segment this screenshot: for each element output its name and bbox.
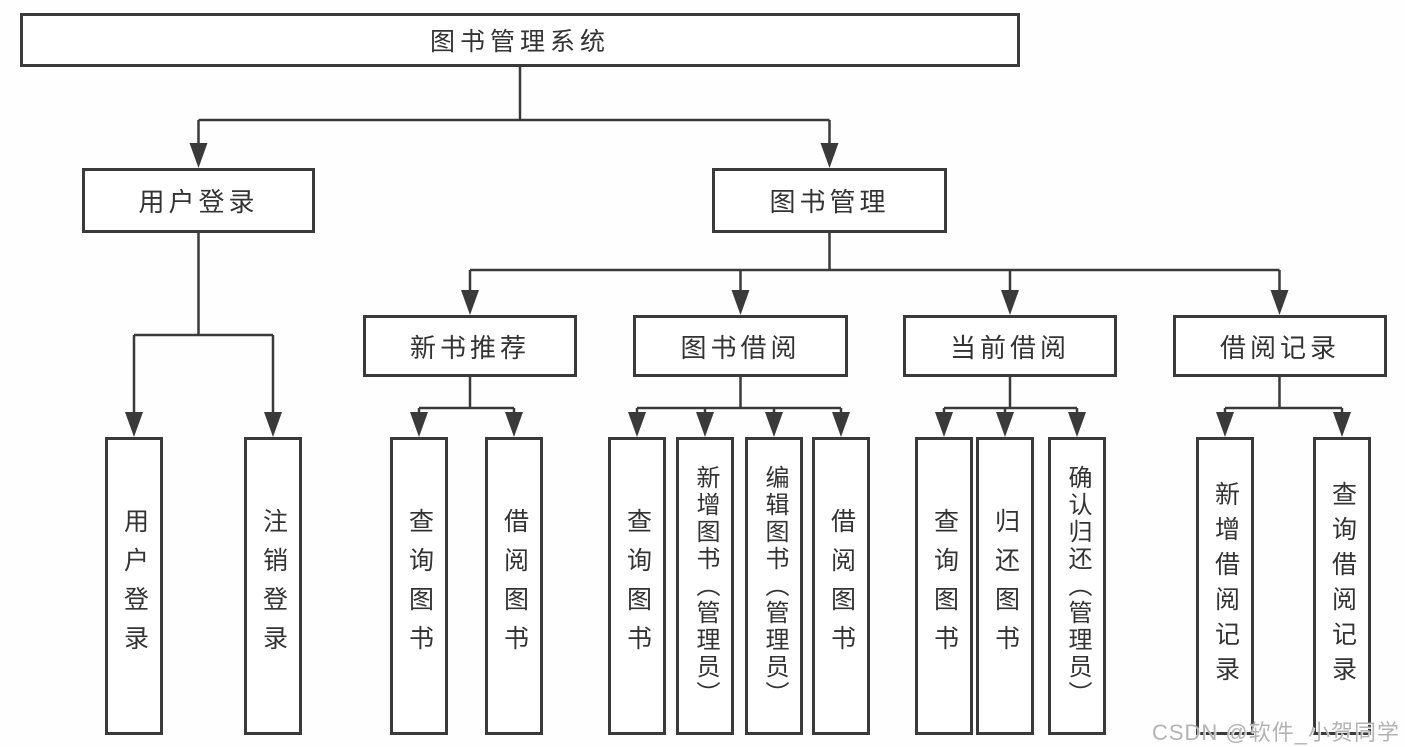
node-borrow-records: 借阅记录: [1173, 315, 1387, 377]
node-label: 图书管理: [769, 187, 890, 217]
node-label: 借阅记录: [1219, 332, 1340, 363]
leaf-borrow-books-recommend: 借阅图书: [485, 437, 543, 735]
node-label: 当前借阅: [949, 332, 1070, 363]
leaf-query-books-current: 查询图书: [915, 437, 973, 735]
leaf-edit-books-admin: 编辑图书（管理员）: [745, 437, 803, 735]
node-label: 新书推荐: [409, 332, 530, 363]
node-label: 图书管理系统: [429, 28, 610, 56]
leaf-logout: 注销登录: [244, 437, 302, 735]
csdn-watermark: CSDN @软件_小贺同学: [1151, 720, 1400, 745]
leaf-query-borrow-record: 查询借阅记录: [1313, 437, 1371, 735]
leaf-label: 查询图书: [930, 508, 959, 664]
node-book-management-branch: 图书管理: [712, 168, 947, 233]
leaf-label: 确认归还（管理员）: [1064, 464, 1091, 708]
leaf-label: 归还图书: [991, 508, 1020, 664]
node-label: 用户登录: [138, 187, 259, 217]
leaf-return-books: 归还图书: [976, 437, 1034, 735]
leaf-add-borrow-record: 新增借阅记录: [1196, 437, 1254, 735]
leaf-confirm-return-admin: 确认归还（管理员）: [1048, 437, 1106, 735]
node-new-book-recommend: 新书推荐: [363, 315, 577, 377]
leaf-label: 编辑图书（管理员）: [761, 464, 788, 708]
node-label: 图书借阅: [680, 332, 801, 363]
leaf-label: 借阅图书: [827, 508, 856, 664]
leaf-user-login: 用户登录: [105, 437, 163, 735]
node-user-login-branch: 用户登录: [82, 168, 315, 233]
leaf-query-books-borrowing: 查询图书: [608, 437, 666, 735]
leaf-borrow-books: 借阅图书: [812, 437, 870, 735]
node-book-borrowing: 图书借阅: [633, 315, 848, 377]
arrowheads: [125, 143, 1351, 437]
leaf-label: 借阅图书: [500, 508, 529, 664]
leaf-label: 用户登录: [120, 508, 149, 664]
leaf-add-books-admin: 新增图书（管理员）: [676, 437, 734, 735]
node-root-library-system: 图书管理系统: [20, 13, 1020, 67]
leaf-label: 注销登录: [259, 508, 288, 664]
leaf-query-books-recommend: 查询图书: [390, 437, 448, 735]
leaf-label: 查询图书: [623, 508, 652, 664]
leaf-label: 新增借阅记录: [1211, 481, 1240, 691]
leaf-label: 查询图书: [405, 508, 434, 664]
leaf-label: 查询借阅记录: [1328, 481, 1357, 691]
node-current-borrowing: 当前借阅: [903, 315, 1117, 377]
leaf-label: 新增图书（管理员）: [692, 464, 719, 708]
